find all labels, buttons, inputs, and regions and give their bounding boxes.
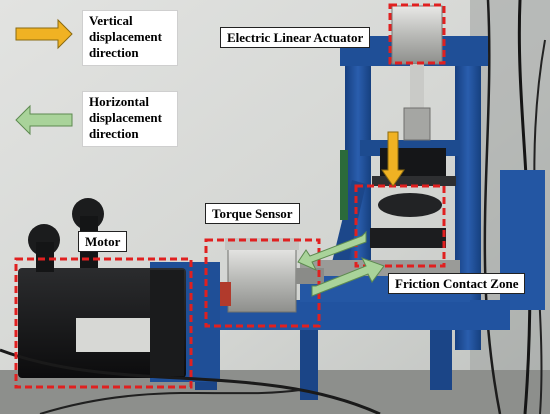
contact-zone-highlight-box	[354, 184, 446, 268]
coupling-shaft	[296, 268, 324, 284]
motor-highlight-box	[14, 257, 193, 389]
actuator-label: Electric Linear Actuator	[220, 27, 371, 48]
torque-sensor-body	[227, 245, 297, 313]
cable-front-2	[39, 389, 301, 414]
legend-vertical-text: Vertical displacement direction	[82, 10, 178, 66]
base-table-leg-mid	[300, 330, 318, 400]
legend-vertical-line3: direction	[89, 45, 139, 60]
torque-sensor-highlight-box	[204, 238, 321, 328]
horizontal-arrow-upper	[297, 230, 367, 272]
lower-specimen-plate	[370, 228, 446, 248]
cable-right-2	[483, 0, 502, 414]
load-cell	[403, 107, 431, 141]
friction-zone-label: Friction Contact Zone	[388, 273, 526, 294]
actuator-rod	[410, 64, 424, 110]
actuator-housing	[391, 5, 443, 65]
legend-horizontal-text: Horizontal displacement direction	[82, 91, 178, 147]
motor-connector-neck-1	[36, 242, 54, 272]
legend-horizontal-line3: direction	[89, 126, 139, 141]
torque-sensor-label: Torque Sensor	[205, 203, 300, 224]
legend-vertical-arrow	[15, 18, 73, 50]
green-strip	[340, 150, 348, 220]
legend-vertical-line1: Vertical	[89, 13, 133, 28]
base-table-leg-right	[430, 330, 452, 390]
actuator-highlight-box	[388, 3, 446, 65]
legend-vertical-line2: displacement	[89, 29, 162, 44]
legend-horizontal-arrow	[15, 104, 73, 136]
motor-label: Motor	[78, 231, 128, 252]
motor-nameplate	[76, 318, 156, 352]
horizontal-arrow-lower	[311, 257, 385, 297]
legend-horizontal-line1: Horizontal	[89, 94, 149, 109]
cable-front-1	[0, 348, 381, 414]
upper-fixture-plate	[372, 176, 456, 186]
legend-horizontal-line2: displacement	[89, 110, 162, 125]
motor-flange	[150, 270, 184, 376]
vertical-displacement-arrow	[381, 131, 405, 187]
contact-disc	[378, 193, 442, 217]
